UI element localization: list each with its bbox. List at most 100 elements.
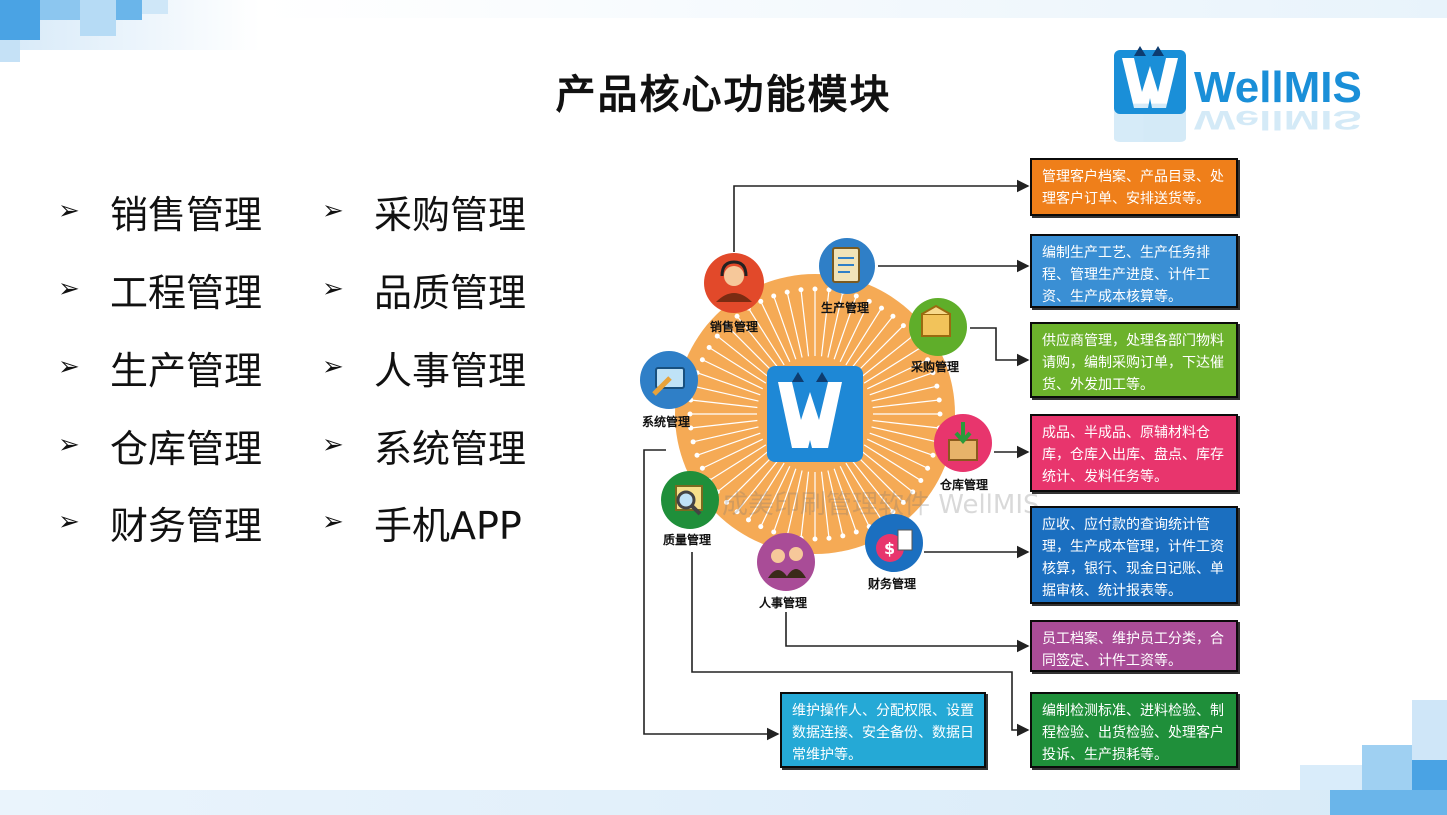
ring-dot [840,533,846,539]
ring-spoke [726,325,775,374]
arrow-right-icon: ➢ [58,430,80,460]
cart-package-icon [909,298,967,356]
ring-dot [826,535,832,541]
arrow-right-icon: ➢ [58,196,80,226]
ring-spoke [736,458,780,513]
ring-spoke [726,454,775,503]
ring-spoke [747,462,785,521]
arrow-right-icon: ➢ [58,352,80,382]
ring-spoke [716,449,771,493]
ring-dot [866,298,872,304]
ring-dot [936,397,942,403]
money-bag-icon: $ [865,514,923,572]
ring-dot [771,529,777,535]
connectors [643,179,1030,741]
node-label-purchase: 采购管理 [911,360,960,374]
ring-spoke [696,372,761,396]
ring-spoke [702,359,764,390]
ring-spoke [716,335,771,379]
node-label-warehouse: 仓库管理 [940,478,989,492]
ring-dot [784,289,790,295]
svg-text:WellMIS: WellMIS [1194,105,1362,135]
ring-spoke [833,468,857,533]
desc-box-quality: 编制检测标准、进料检验、制程检验、出货检验、处理客户投诉、生产损耗等。 [1030,692,1238,768]
ring-dot [690,439,696,445]
decor-top-strip [260,0,1447,18]
watermark: 成美印刷管理软件 WellMIS [722,490,1040,520]
node-label-finance: 财务管理 [868,577,917,591]
ring-dot [853,529,859,535]
logo-w-mark [1114,46,1186,114]
ring-spoke [693,385,759,402]
wellmis-logo: WellMIS WellMIS [1112,44,1412,164]
ring-spoke [800,471,810,539]
ring-dot [900,499,906,505]
center-logo-w [778,382,842,448]
ring-spoke [872,419,940,429]
ring-spoke [702,438,764,469]
ring-dot [930,452,936,458]
ring-dot [745,517,751,523]
page-title: 产品核心功能模块 [555,72,892,118]
ring-spoke [693,426,759,443]
node-label-sales: 销售管理 [710,320,759,334]
people-icon [757,533,815,591]
ring-dot [934,383,940,389]
wrench-monitor-icon [640,351,698,409]
ring-dot [758,524,764,530]
node-label-production: 生产管理 [821,301,870,315]
ring-dot [699,357,705,363]
ring-dot [724,499,730,505]
ring-dot [900,323,906,329]
ring-dot [687,411,693,417]
arrow-right-icon: ➢ [322,430,344,460]
logo-text: WellMIS [1194,63,1362,112]
node-label-system: 系统管理 [642,415,691,429]
connector-purchase [970,327,1030,367]
connector-hr [785,612,1030,653]
ring-dot [734,509,740,515]
ring-dot [918,478,924,484]
ring-dot [699,465,705,471]
desc-box-production: 编制生产工艺、生产任务排程、管理生产进度、计件工资、生产成本核算等。 [1030,234,1238,308]
ring-spoke [859,449,914,493]
ring-spoke [872,399,940,409]
customer-service-icon [704,253,764,313]
module-item: ➢人事管理 [322,348,527,393]
ring-dot [771,293,777,299]
desc-box-purchase: 供应商管理，处理各部门物料请购，编制采购订单，下达催货、外发加工等。 [1030,322,1238,398]
arrow-right-icon: ➢ [322,274,344,304]
ring-spoke [827,292,844,358]
ring-dot [724,323,730,329]
ring-spoke [855,454,904,503]
ring-spoke [859,335,914,379]
ring-spoke [747,307,785,366]
arrow-right-icon: ➢ [58,507,80,537]
module-item: ➢工程管理 [58,270,263,315]
ring-dot [853,293,859,299]
ring-spoke [845,462,883,521]
ring-spoke [845,307,883,366]
ring-dot [812,536,818,542]
connector-quality [691,552,1030,737]
ring-spoke [773,295,797,360]
ring-dot [890,313,896,319]
module-item: ➢手机APP [322,503,522,548]
ring-spoke [869,372,934,396]
ring-spoke [820,289,830,357]
clipboard-icon [819,238,875,294]
ring-dot [937,411,943,417]
module-item: ➢品质管理 [322,270,527,315]
ring-spoke [863,444,922,482]
node-label-quality: 质量管理 [663,533,712,547]
ring-dot [694,452,700,458]
module-item: ➢销售管理 [58,192,263,237]
desc-box-warehouse: 成品、半成品、原辅材料仓库，仓库入出库、盘点、库存统计、发料任务等。 [1030,414,1238,492]
ring-dot [798,287,804,293]
ring-spoke [708,346,767,384]
ring-spoke [820,471,830,539]
ring-dot [758,298,764,304]
ring-spoke [800,289,810,357]
ring-dot [688,425,694,431]
